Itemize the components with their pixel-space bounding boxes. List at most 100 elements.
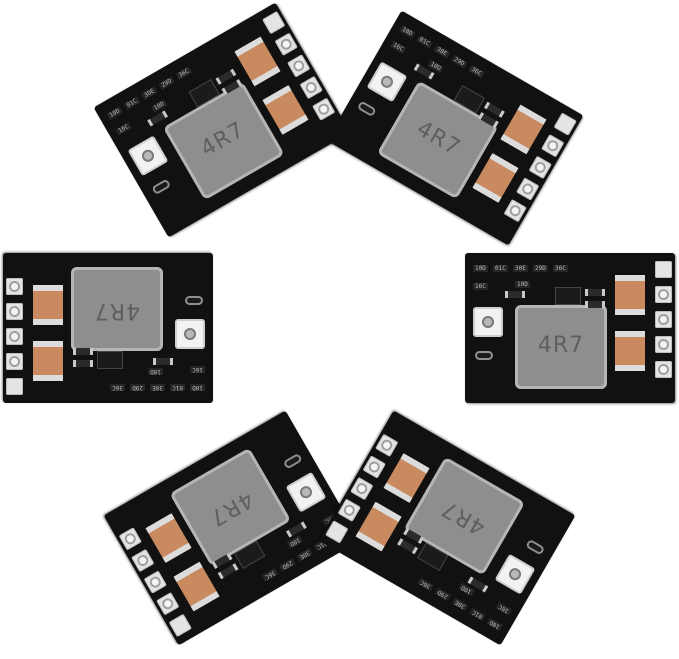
pad <box>553 112 577 136</box>
resistor-marking: 29D <box>279 557 296 572</box>
pad <box>6 278 23 295</box>
resistor-marking: 36C <box>417 577 434 592</box>
trimmer-potentiometer <box>127 135 169 177</box>
pad <box>655 311 672 328</box>
pad <box>287 54 311 78</box>
ic-chip <box>97 351 123 369</box>
resistor-marking: 10D <box>515 281 530 288</box>
pad <box>350 477 374 501</box>
pad <box>516 177 540 201</box>
board-middle-left: 4R7 10D 01C 30E 29D 36C 10D 16C <box>3 253 213 403</box>
resistor-marking: 01C <box>170 384 185 391</box>
resistor-marking: 01C <box>416 34 433 49</box>
pad <box>274 32 298 56</box>
smd-part <box>585 289 605 296</box>
inductor: 4R7 <box>515 305 607 389</box>
mounting-hole <box>525 538 546 556</box>
resistor-marking: 36C <box>261 567 279 582</box>
resistor-marking: 36C <box>553 265 568 272</box>
resistor-marking: 30E <box>452 597 469 612</box>
resistor-marking: 30E <box>296 547 313 562</box>
resistor-marking: 10D <box>486 617 504 632</box>
trimmer-potentiometer <box>175 319 205 349</box>
resistor-marking: 01C <box>493 265 508 272</box>
resistor-marking: 29D <box>158 76 175 91</box>
pcb: 4R7 10D 01C 30E 29D 36C 10D 16C <box>465 253 675 403</box>
pcb: 4R7 10D 01C 30E 29D 36C 10D 16C <box>318 410 576 646</box>
resistor-marking: 36C <box>175 66 193 81</box>
resistor-marking: 01C <box>123 96 141 111</box>
board-middle-right: 4R7 10D 01C 30E 29D 36C 10D 16C <box>465 253 675 403</box>
resistor-marking: 10D <box>106 106 123 121</box>
resistor-marking: 16C <box>190 366 205 373</box>
inductor-marking: 4R7 <box>412 116 465 162</box>
pad <box>299 75 323 100</box>
pad <box>503 199 527 223</box>
smd-part <box>153 358 173 365</box>
board-top-left: 4R7 10D 01C 30E 29D 36C 10D 16C <box>93 2 351 238</box>
pad <box>655 336 672 353</box>
capacitor <box>500 104 547 155</box>
capacitor <box>234 36 281 87</box>
board-bottom-left: 4R7 10D 01C 30E 29D 36C 10D 16C <box>103 410 361 646</box>
resistor-marking: 16C <box>495 601 513 616</box>
mounting-hole <box>475 351 493 360</box>
inductor-marking: 4R7 <box>437 494 490 540</box>
pad <box>541 134 565 158</box>
pad <box>6 303 23 320</box>
pad <box>312 97 336 121</box>
pad <box>262 10 286 35</box>
mounting-hole <box>185 296 203 305</box>
resistor-marking: 30E <box>150 384 165 391</box>
pcb: 4R7 10D 01C 30E 29D 36C 10D 16C <box>3 253 213 403</box>
trimmer-potentiometer <box>285 471 327 513</box>
board-bottom-right: 4R7 10D 01C 30E 29D 36C 10D 16C <box>318 410 576 646</box>
inductor-marking: 4R7 <box>537 333 585 358</box>
pad <box>6 328 23 345</box>
pad <box>362 455 386 479</box>
resistor-marking: 29D <box>450 54 468 69</box>
smd-part <box>147 110 169 127</box>
mounting-hole <box>151 178 172 196</box>
pad <box>375 433 399 457</box>
resistor-marking: 30E <box>141 86 158 101</box>
mounting-hole <box>356 100 377 118</box>
mounting-hole <box>282 452 303 470</box>
pad <box>6 353 23 370</box>
resistor-marking: 30E <box>433 44 450 59</box>
pad <box>143 570 167 594</box>
pcb: 4R7 10D 01C 30E 29D 36C 10D 16C <box>93 2 351 238</box>
capacitor <box>472 153 519 203</box>
resistor-marking: 10D <box>190 384 205 391</box>
pad <box>168 613 192 638</box>
resistor-marking: 29D <box>434 587 452 602</box>
pcb: 4R7 10D 01C 30E 29D 36C 10D 16C <box>326 10 584 246</box>
ic-chip <box>555 287 581 305</box>
pad <box>6 378 23 395</box>
pad <box>325 520 349 544</box>
pad <box>337 498 361 522</box>
capacitor <box>173 561 220 612</box>
resistor-marking: 16C <box>473 283 488 290</box>
inductor-marking: 4R7 <box>204 485 258 531</box>
capacitor <box>33 341 63 381</box>
smd-part <box>73 348 93 355</box>
inductor-marking: 4R7 <box>196 117 250 163</box>
resistor-marking: 29D <box>533 265 548 272</box>
capacitor <box>33 285 63 325</box>
pad <box>528 155 552 179</box>
inductor: 4R7 <box>71 267 163 351</box>
resistor-marking: 36C <box>110 384 125 391</box>
resistor-marking: 10D <box>473 265 488 272</box>
smd-part <box>505 291 525 298</box>
pad <box>655 361 672 378</box>
pad <box>655 286 672 303</box>
resistor-marking: 01C <box>469 607 486 622</box>
capacitor <box>615 331 645 371</box>
pcb: 4R7 10D 01C 30E 29D 36C 10D 16C <box>103 410 361 646</box>
trimmer-potentiometer <box>473 307 503 337</box>
board-top-right: 4R7 10D 01C 30E 29D 36C 10D 16C <box>326 10 584 246</box>
trimmer-potentiometer <box>366 61 408 103</box>
capacitor <box>355 501 402 552</box>
